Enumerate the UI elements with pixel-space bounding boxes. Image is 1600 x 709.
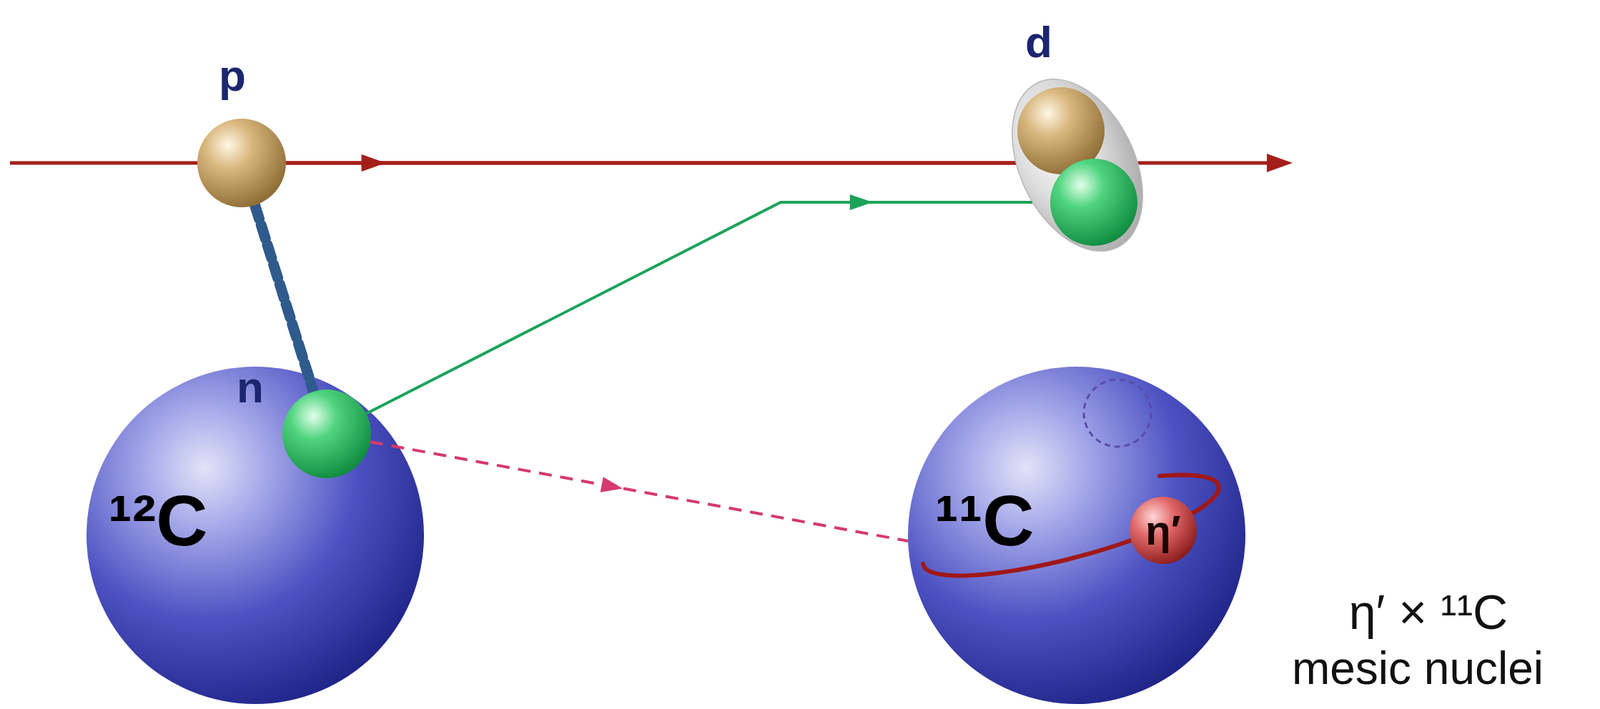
eta-prime-meson: η′ — [1129, 496, 1197, 565]
particle-ball — [197, 118, 286, 208]
deuteron: d — [1008, 75, 1147, 256]
arrowhead — [361, 154, 387, 172]
orbit-path — [922, 475, 1219, 577]
carbon-12-nucleus: ¹²C n — [86, 366, 424, 705]
particle-label: p — [218, 53, 246, 98]
nucleus-label: ¹¹C — [935, 484, 1035, 557]
carbon-11-nucleus: ¹¹C η′ — [907, 366, 1246, 705]
deuteron-shell — [985, 57, 1169, 273]
particle-label: d — [1025, 20, 1053, 65]
neutron-ball — [1050, 158, 1138, 246]
formula-label: η′ × ¹¹C — [1349, 585, 1508, 640]
proton-track — [285, 161, 1016, 166]
ball-outline — [197, 118, 286, 208]
nucleus-label: ¹²C — [108, 484, 209, 557]
beam-arrowhead — [1266, 153, 1293, 173]
arrowhead — [600, 476, 623, 493]
nucleus-sphere — [86, 366, 424, 705]
arrowhead — [850, 194, 873, 211]
particle-ball — [282, 389, 372, 479]
proton-ball: p — [197, 118, 286, 208]
meson-label: η′ — [1145, 509, 1181, 552]
neutron-ball: n — [282, 389, 372, 479]
particle-ball — [1129, 496, 1197, 565]
exchange-line — [255, 205, 314, 392]
vacancy-hole — [1083, 379, 1152, 447]
deut-outline — [1008, 75, 1147, 256]
nucleus-sphere — [907, 366, 1246, 705]
caption-label: mesic nuclei — [1291, 643, 1544, 694]
particle-label: n — [236, 365, 264, 410]
ball-outline — [282, 389, 372, 479]
neutron-track — [366, 202, 1033, 414]
recoil-line — [370, 441, 908, 542]
